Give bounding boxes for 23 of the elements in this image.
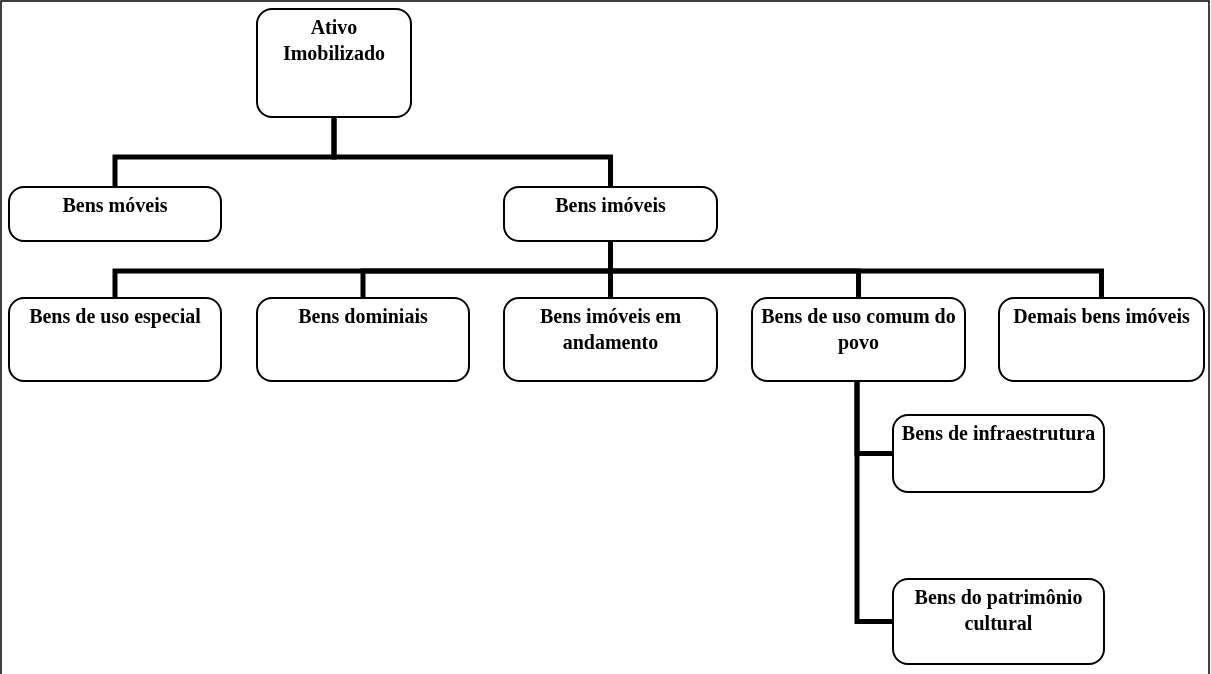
rounded-box [503,297,718,382]
box-label: Bens imóveis em andamento [538,304,683,355]
box-label: Bens de uso especial [29,304,201,329]
connector-line [854,382,892,624]
rounded-box [256,297,470,382]
rounded-box [998,297,1205,382]
connector-line [331,118,613,186]
box-label: Bens imóveis [555,193,666,218]
rounded-box [892,414,1105,493]
box-label: Bens do patrimônio cultural [913,585,1084,636]
rounded-box [503,186,718,242]
rounded-box [8,297,222,382]
box-label: Bens móveis [62,193,168,218]
rounded-box [751,297,966,382]
box-label: Bens de uso comum do povo [760,304,957,355]
connector-line [608,242,1104,297]
rounded-box [892,578,1105,665]
rounded-box [8,186,222,242]
box-label: Demais bens imóveis [1013,304,1190,329]
box-label: Bens dominiais [298,304,428,329]
rounded-box [256,8,412,118]
box-label: Ativo Imobilizado [281,15,387,66]
box-label: Bens de infraestrutura [901,421,1096,446]
